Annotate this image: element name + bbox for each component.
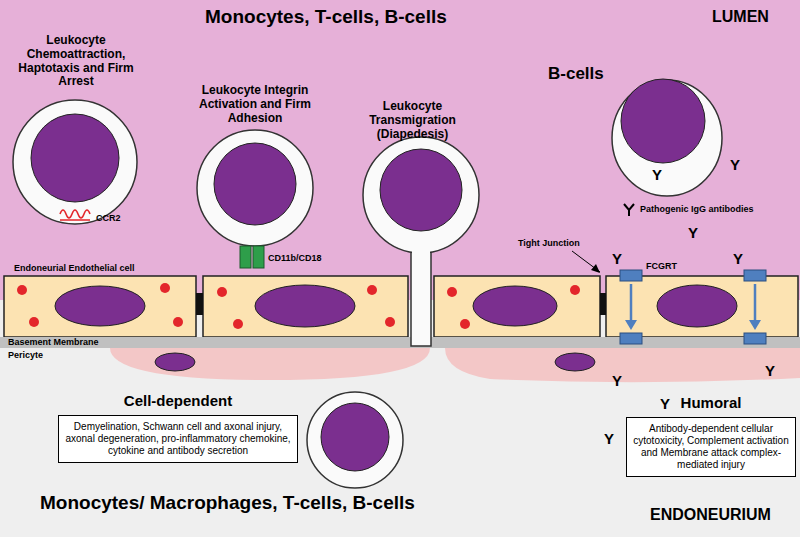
effect-box: Cell-dependentDemyelination, Schwann cel…	[58, 392, 298, 463]
step-label: Leukocyte Chemoattraction, Haptotaxis an…	[2, 34, 150, 89]
effect-box: HumoralAntibody-dependent cellular cytot…	[626, 394, 796, 477]
region-heading: Monocytes/ Macrophages, T-cells, B-cells	[40, 492, 415, 514]
antibody-symbol: Y	[612, 372, 622, 389]
antibody-symbol: Y	[652, 166, 662, 183]
antibody-symbol: Y	[765, 362, 775, 379]
receptor-label: CCR2	[96, 213, 121, 223]
antibody-symbol: Y	[660, 395, 670, 412]
box-heading: Humoral	[626, 394, 796, 411]
box-text: Antibody-dependent cellular cytotoxicity…	[626, 417, 796, 477]
region-name: ENDONEURIUM	[650, 506, 771, 524]
structure-label: Tight Junction	[518, 238, 580, 248]
region-name: LUMEN	[712, 8, 769, 26]
step-label: Leukocyte Transmigration (Diapedesis)	[350, 100, 475, 141]
box-text: Demyelination, Schwann cell and axonal i…	[58, 415, 298, 463]
cell-label: B-cells	[548, 64, 604, 84]
region-heading: Monocytes, T-cells, B-cells	[205, 6, 447, 28]
legend-text: Pathogenic IgG antibodies	[640, 204, 754, 214]
antibody-symbol: Y	[688, 224, 698, 241]
antibody-symbol: Y	[733, 250, 743, 267]
receptor-label: CD11b/CD18	[268, 253, 322, 263]
antibody-sample	[624, 204, 634, 216]
antibody-symbol: Y	[730, 156, 740, 173]
antibody-symbol: Y	[604, 430, 614, 447]
structure-label: Basement Membrane	[8, 337, 99, 347]
cell-label: Pericyte	[8, 350, 43, 360]
cell-label: Endoneurial Endothelial cell	[14, 263, 135, 273]
antibody-symbol: Y	[612, 250, 622, 267]
receptor-label: FCGRT	[646, 261, 677, 271]
box-heading: Cell-dependent	[58, 392, 298, 409]
step-label: Leukocyte Integrin Activation and Firm A…	[180, 84, 330, 125]
